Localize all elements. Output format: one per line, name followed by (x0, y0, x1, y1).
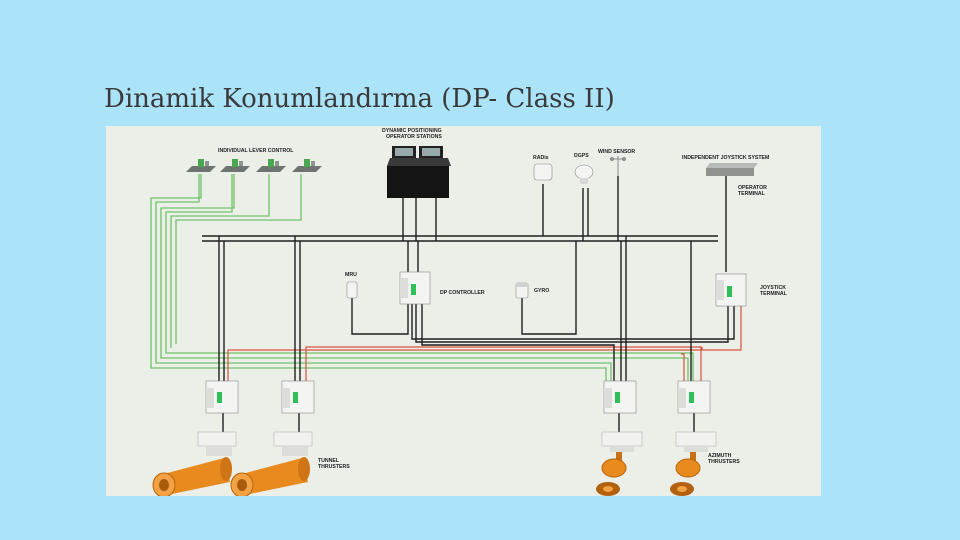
dgps-antenna (574, 164, 594, 184)
label-gyro: GYRO (534, 288, 549, 294)
label-dp-operator-stations-line1: DYNAMIC POSITIONING (382, 128, 442, 134)
lever-unit (220, 159, 250, 172)
joystick-terminal-cabinet (715, 273, 747, 307)
label-mru: MRU (345, 272, 357, 278)
label-dgps: DGPS (574, 153, 589, 159)
dp-controller-cabinet (399, 271, 431, 305)
lever-control-cables (150, 174, 694, 383)
label-joystick-terminal-line1: JOYSTICK (760, 285, 786, 291)
label-joystick-terminal-line2: TERMINAL (760, 291, 788, 297)
label-tunnel-thrusters-line2: THRUSTERS (318, 464, 350, 470)
slide-title: Dinamik Konumlandırma (DP- Class II) (104, 84, 615, 114)
lever-unit (186, 159, 216, 172)
label-tunnel-thrusters-line1: TUNNEL (318, 458, 340, 464)
gyro-unit (515, 282, 529, 299)
radis-sensor (533, 163, 553, 181)
tunnel-thruster (152, 431, 237, 496)
label-independent-joystick-system: INDEPENDENT JOYSTICK SYSTEM (682, 155, 769, 161)
azimuth-thruster (596, 431, 643, 496)
power-cables (227, 306, 742, 383)
signal-bus (202, 174, 735, 432)
dp-system-diagram: INDIVIDUAL LEVER CONTROL DYNAMIC POSITIO… (106, 126, 821, 496)
tunnel-thruster (230, 431, 313, 496)
label-operator-terminal-line1: OPERATOR (738, 185, 767, 191)
mru-unit (346, 281, 358, 299)
label-azimuth-thrusters-line1: AZIMUTH (708, 453, 732, 459)
thruster-cabinet (603, 380, 637, 414)
thruster-control-cabinets (205, 380, 711, 414)
label-operator-terminal-line2: TERMINAL (738, 191, 766, 197)
label-azimuth-thrusters-line2: THRUSTERS (708, 459, 740, 465)
label-dp-controller: DP CONTROLLER (440, 290, 485, 296)
wind-sensor (610, 156, 626, 176)
lever-unit (256, 159, 286, 172)
label-dp-operator-stations-line2: OPERATOR STATIONS (386, 134, 442, 140)
dp-operator-stations (387, 146, 451, 198)
thruster-cabinet (677, 380, 711, 414)
thruster-cabinet (205, 380, 239, 414)
label-wind-sensor: WIND SENSOR (598, 149, 635, 155)
independent-joystick-system (706, 163, 758, 176)
thruster-cabinet (281, 380, 315, 414)
lever-control-units (186, 159, 322, 172)
lever-unit (292, 159, 322, 172)
azimuth-thruster (670, 431, 717, 496)
label-radis: RADis (533, 155, 549, 161)
label-individual-lever-control: INDIVIDUAL LEVER CONTROL (218, 148, 294, 154)
